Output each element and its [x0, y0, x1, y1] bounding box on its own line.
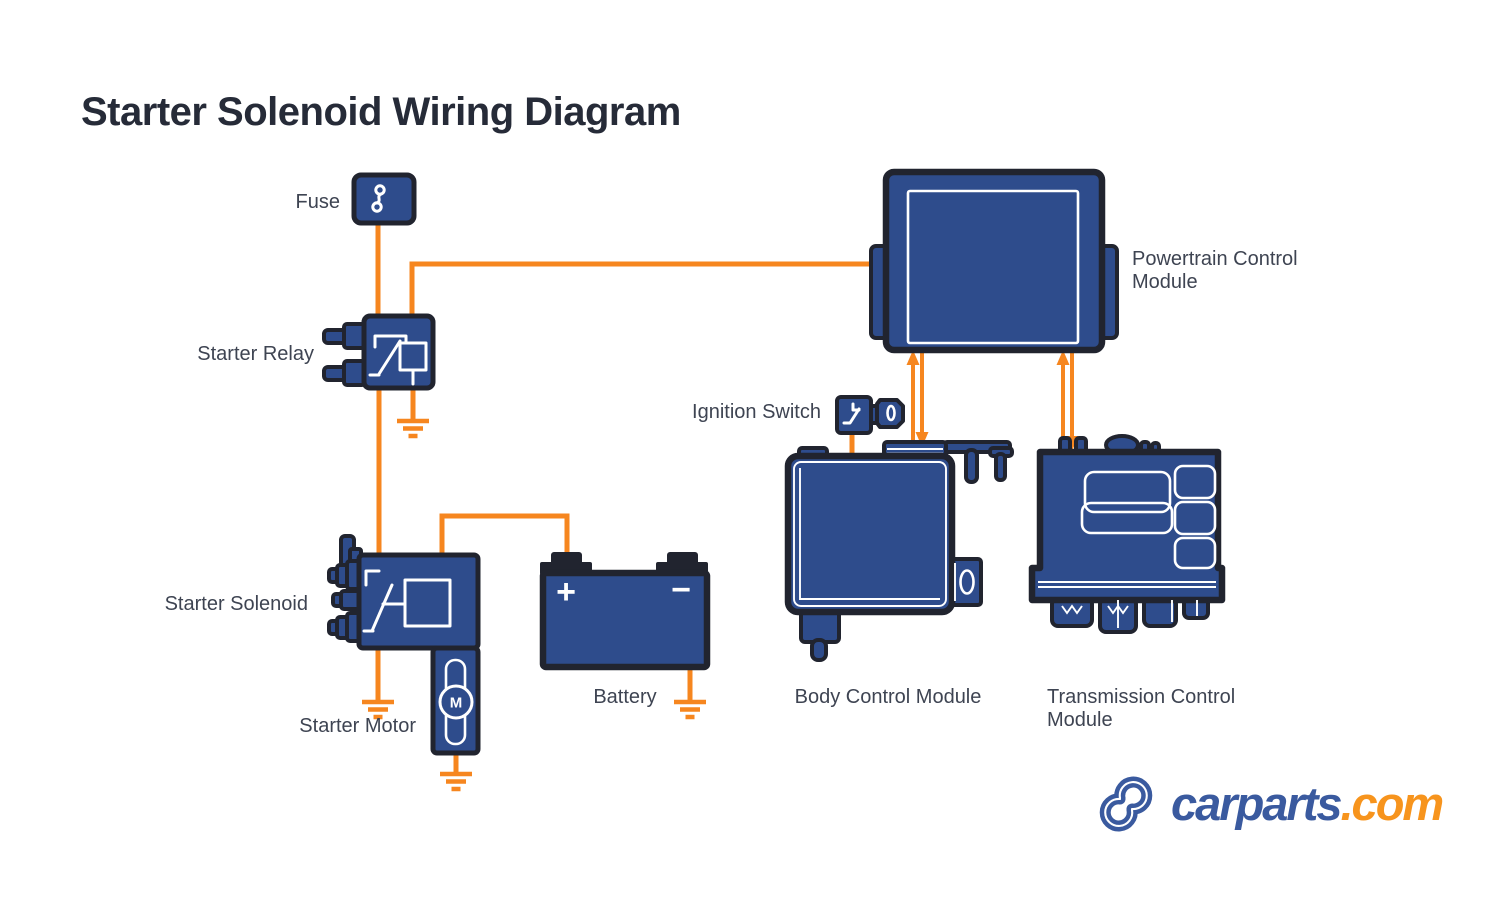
logo-brand: carparts: [1171, 777, 1342, 830]
starter-solenoid-component: M: [327, 534, 481, 756]
key-icon: [842, 402, 861, 425]
motor-symbol: M: [450, 695, 463, 712]
powertrain-control-module-component: [869, 168, 1119, 354]
arrow-up-icon: [1056, 350, 1070, 365]
battery-component: + −: [539, 552, 711, 671]
wire-battery-to-solenoid: [439, 513, 570, 555]
arrow-up-icon: [906, 350, 920, 365]
body-control-module-component: [784, 440, 1014, 662]
keyhole-icon: [886, 404, 896, 422]
relay-icon: [368, 334, 428, 386]
fuse-label: Fuse: [295, 191, 340, 213]
battery-label: Battery: [593, 686, 657, 708]
solenoid-icon: [362, 569, 452, 633]
pcm-tcm-signal-arrows: [1056, 350, 1079, 451]
ignition-switch-component: [835, 395, 905, 435]
bcm-slot-icon: [959, 569, 975, 595]
starter-motor-component: M: [430, 645, 481, 756]
page-title: Starter Solenoid Wiring Diagram: [81, 90, 681, 134]
arrow-down-icon: [915, 432, 929, 447]
pcm-bcm-signal-arrows: [906, 350, 929, 447]
wire-harness: [375, 222, 874, 772]
starter-relay-component: [322, 313, 436, 391]
carparts-logo-text: carparts.com: [1171, 772, 1445, 836]
body-control-module-label: Body Control Module: [794, 686, 982, 708]
carparts-logo-icon: [1099, 776, 1153, 832]
transmission-control-module-component: [1028, 434, 1226, 634]
starter-relay-label: Starter Relay: [197, 343, 314, 365]
fuse-component: [351, 172, 417, 226]
transmission-control-module-label: Transmission Control Module: [1047, 686, 1236, 731]
carparts-logo: carparts.com: [1094, 772, 1445, 836]
battery-positive-symbol: +: [556, 573, 576, 611]
powertrain-control-module-label: Powertrain Control Module: [1132, 248, 1298, 293]
ground-icon: [440, 774, 472, 789]
wire-relay-to-pcm: [409, 261, 874, 318]
starter-solenoid-label: Starter Solenoid: [164, 593, 308, 615]
battery-negative-symbol: −: [671, 571, 691, 609]
ignition-switch-label: Ignition Switch: [692, 401, 821, 423]
ground-icon: [397, 421, 429, 436]
starter-motor-label: Starter Motor: [299, 715, 416, 737]
fuse-icon: [371, 184, 386, 213]
logo-tld: .com: [1340, 777, 1445, 830]
